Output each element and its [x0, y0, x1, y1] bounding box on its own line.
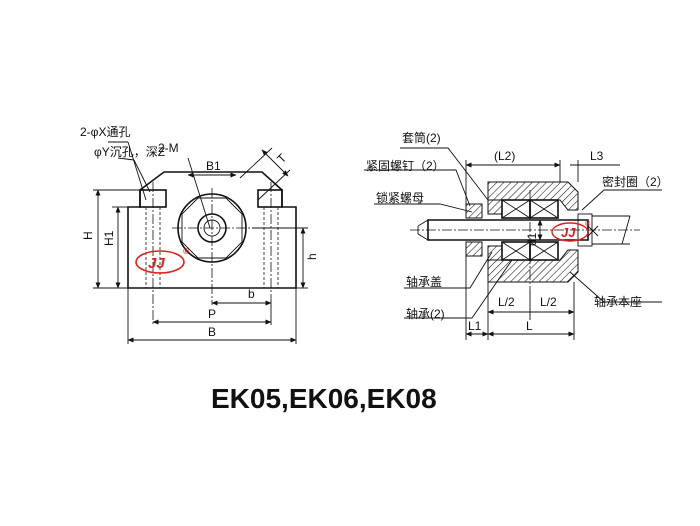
front-view: 2-φX通孔 φY沉孔，深Z 2-M B1 T H H1 h b P B JJ … [80, 125, 319, 344]
dim-B1: B1 [206, 159, 221, 173]
lock-nut-label: 锁紧螺母 [376, 190, 424, 205]
thread-label: 2-M [158, 141, 179, 155]
through-hole-label: 2-φX通孔 [80, 125, 130, 139]
lock-nut-bottom [465, 241, 483, 257]
svg-text:®: ® [183, 247, 189, 256]
model-caption: EK05,EK06,EK08 [211, 383, 437, 414]
dim-L1: L1 [468, 319, 482, 333]
dim-H: H [81, 231, 95, 240]
lock-nut-octagon [181, 197, 243, 259]
set-screw-label: 紧固螺钉（2） [366, 159, 445, 173]
housing-section-bottom [487, 249, 579, 283]
dim-L-half-a: L/2 [498, 295, 515, 309]
dim-T: T [274, 151, 290, 167]
counterbore-right [257, 189, 283, 208]
svg-text:®: ® [585, 220, 591, 228]
sleeve-label: 套筒(2) [402, 130, 441, 145]
dim-P: P [208, 307, 216, 321]
dim-L2-paren: (L2) [494, 149, 515, 163]
bearing-cover-top [487, 199, 503, 215]
dim-L: L [526, 319, 533, 333]
dim-b: b [248, 287, 255, 301]
bearing-label: 轴承(2) [406, 306, 445, 321]
dim-d1: d1 [525, 232, 539, 246]
dim-L-half-b: L/2 [540, 295, 557, 309]
section-view: 套筒(2) 紧固螺钉（2） 锁紧螺母 轴承盖 轴承(2) 密封圈（2） 轴承本座… [364, 130, 669, 340]
seal-label: 密封圈（2） [602, 174, 669, 189]
svg-text:JJ: JJ [148, 255, 165, 272]
bearing-cover-label: 轴承盖 [406, 274, 442, 289]
dim-L3: L3 [590, 149, 604, 163]
dim-B: B [208, 325, 216, 339]
shaft [427, 219, 589, 241]
jj-logo-section: JJ ® [551, 220, 591, 242]
svg-text:JJ: JJ [561, 225, 576, 240]
dim-h: h [305, 253, 319, 260]
jj-logo: JJ ® [135, 247, 189, 274]
lock-nut-top [465, 203, 483, 219]
counterbore-label: φY沉孔，深Z [94, 145, 165, 159]
bearing-cover-bottom [487, 245, 503, 261]
housing-label: 轴承本座 [594, 294, 642, 309]
dim-H1: H1 [102, 230, 116, 246]
